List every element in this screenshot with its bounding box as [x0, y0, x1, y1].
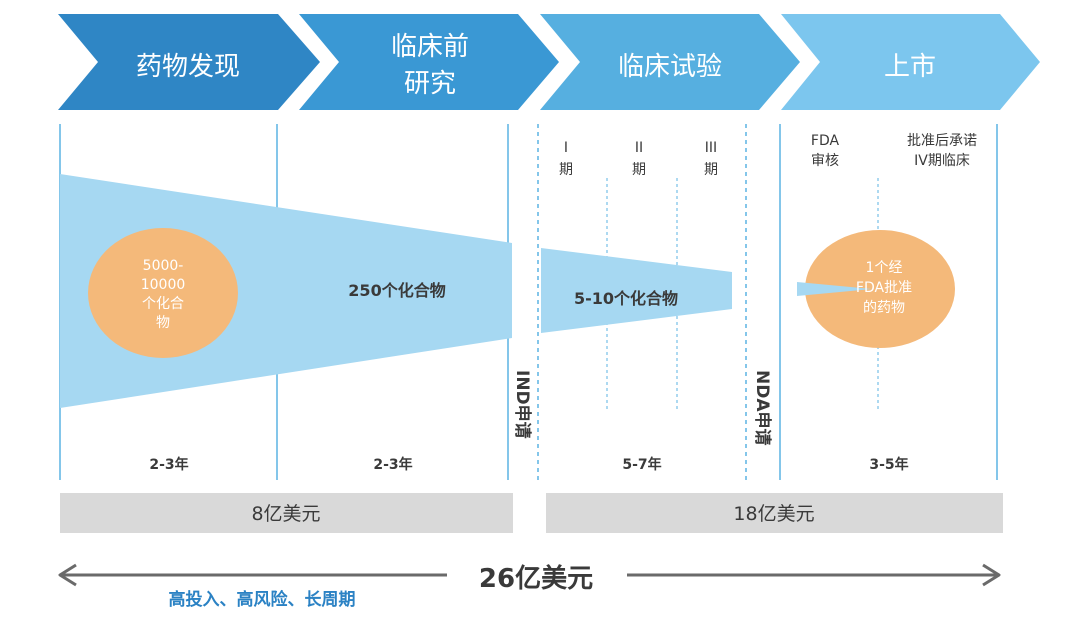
- post-approval-label-line2: IV期临床: [914, 153, 970, 169]
- funnel-clinical: [541, 248, 732, 333]
- stage-title-discovery: 药物发现: [136, 52, 240, 82]
- approved-circle-text: FDA批准: [856, 280, 912, 296]
- duration-labels: 2-3年 2-3年 5-7年 3-5年: [149, 456, 908, 473]
- discovery-circle-text: 物: [156, 315, 170, 331]
- stage-title-preclinical-line1: 临床前: [391, 32, 469, 62]
- stage-chevron-discovery: [58, 14, 320, 110]
- stage-chevron-market: [781, 14, 1040, 110]
- phase-2-suffix: 期: [632, 162, 646, 178]
- discovery-compounds-circle: 5000- 10000 个化合 物: [88, 228, 238, 358]
- stage-title-market: 上市: [884, 52, 936, 82]
- duration-market: 3-5年: [869, 456, 908, 473]
- duration-discovery: 2-3年: [149, 456, 188, 473]
- phase-1-suffix: 期: [559, 162, 573, 178]
- post-approval-label-line1: 批准后承诺: [907, 133, 977, 149]
- ind-application-label: IND申请: [512, 370, 533, 439]
- stage-title-preclinical-line2: 研究: [404, 69, 456, 99]
- approved-circle-text: 的药物: [863, 300, 905, 316]
- cost-bars: 8亿美元 18亿美元: [60, 493, 1003, 533]
- fda-review-label-line1: FDA: [811, 133, 840, 149]
- preclinical-compound-count: 250个化合物: [348, 281, 445, 300]
- discovery-circle-shape: [88, 228, 238, 358]
- phase-2-roman: II: [635, 140, 643, 156]
- discovery-circle-text: 5000-: [143, 258, 184, 274]
- stage-dividers: [59, 124, 998, 480]
- arrow-head-right: [982, 563, 1001, 587]
- approved-circle-text: 1个经: [866, 260, 903, 276]
- approved-funnel-tip: [797, 282, 872, 296]
- cost-bar-late: [546, 493, 1003, 533]
- approved-circle-shape: [805, 230, 955, 348]
- total-cost-arrow: 26亿美元: [58, 563, 1001, 594]
- stage-chevron-clinical: [540, 14, 800, 110]
- cost-late-label: 18亿美元: [733, 503, 814, 525]
- arrow-head-left: [58, 563, 77, 587]
- approved-drug-circle: 1个经 FDA批准 的药物: [797, 230, 955, 348]
- stage-header: 药物发现 临床前 研究 临床试验 上市: [58, 14, 1040, 110]
- duration-clinical: 5-7年: [622, 456, 661, 473]
- total-cost-label: 26亿美元: [479, 563, 593, 594]
- fda-review-label-line2: 审核: [811, 153, 839, 169]
- phase-labels: I 期 II 期 III 期 FDA 审核 批准后承诺 IV期临床: [559, 133, 977, 178]
- nda-application-label: NDA申请: [752, 370, 773, 446]
- cost-bar-early: [60, 493, 513, 533]
- cost-early-label: 8亿美元: [251, 503, 320, 525]
- phase-3-roman: III: [705, 140, 717, 156]
- stage-chevron-preclinical: [299, 14, 559, 110]
- phase-3-suffix: 期: [704, 162, 718, 178]
- phase-1-roman: I: [564, 140, 568, 156]
- discovery-circle-text: 个化合: [142, 296, 184, 312]
- discovery-circle-text: 10000: [141, 277, 186, 293]
- tagline: 高投入、高风险、长周期: [169, 589, 356, 610]
- clinical-compound-count: 5-10个化合物: [574, 289, 678, 308]
- duration-preclinical: 2-3年: [373, 456, 412, 473]
- stage-title-clinical: 临床试验: [618, 52, 722, 82]
